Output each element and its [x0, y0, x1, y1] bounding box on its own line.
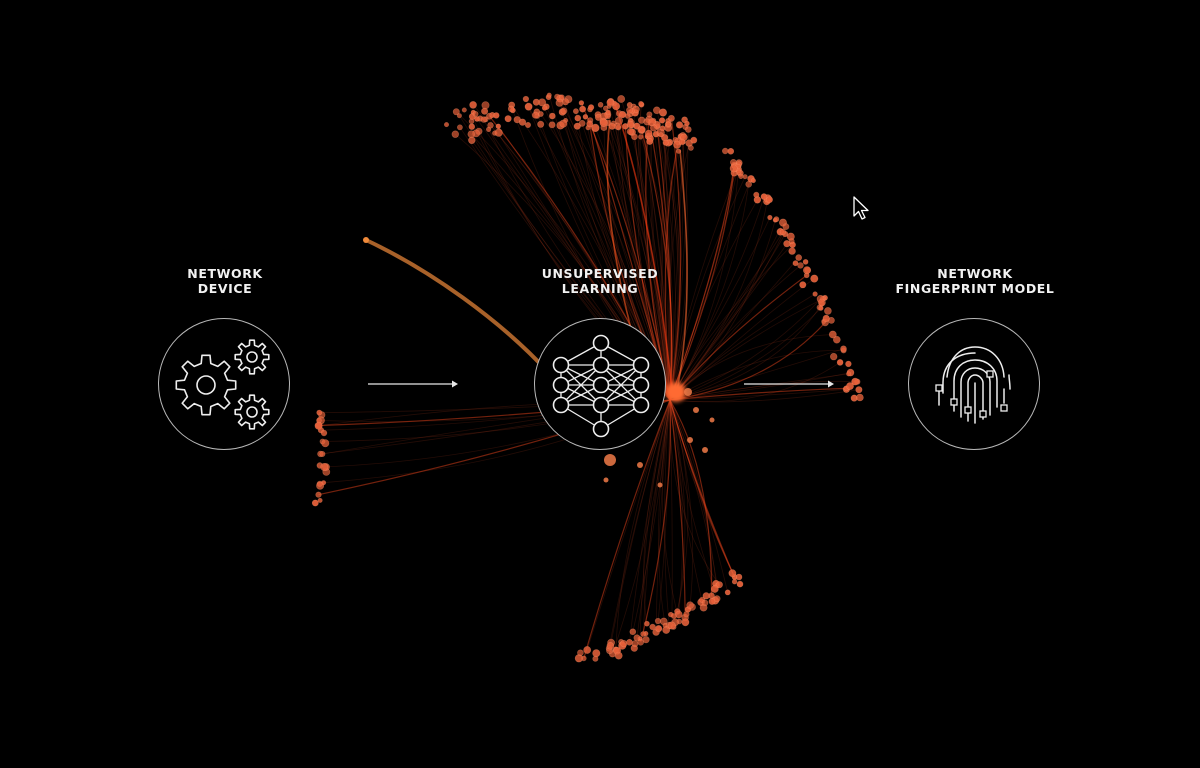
mouse-pointer-icon	[853, 196, 869, 220]
fingerprint-model-node	[908, 318, 1040, 450]
stage-label-network-fingerprint-model: NETWORK FINGERPRINT MODEL	[890, 266, 1060, 296]
stage-label-unsupervised-learning: UNSUPERVISED LEARNING	[520, 266, 680, 296]
flow-arrow	[368, 380, 458, 388]
fingerprint-icon	[935, 346, 1011, 424]
stage-label-line: UNSUPERVISED	[541, 266, 659, 281]
stage-label-network-device: NETWORK DEVICE	[160, 266, 290, 296]
stage-label-line: NETWORK	[187, 266, 263, 281]
gears-icon	[175, 339, 270, 430]
stage-label-line: FINGERPRINT MODEL	[895, 281, 1055, 296]
neural-network-icon	[552, 334, 650, 438]
stage-label-line: NETWORK	[937, 266, 1013, 281]
flow-arrow	[744, 380, 834, 388]
network-device-node	[158, 318, 290, 450]
stage-label-line: LEARNING	[561, 281, 639, 296]
unsupervised-learning-node	[534, 318, 666, 450]
stage-label-line: DEVICE	[197, 281, 253, 296]
